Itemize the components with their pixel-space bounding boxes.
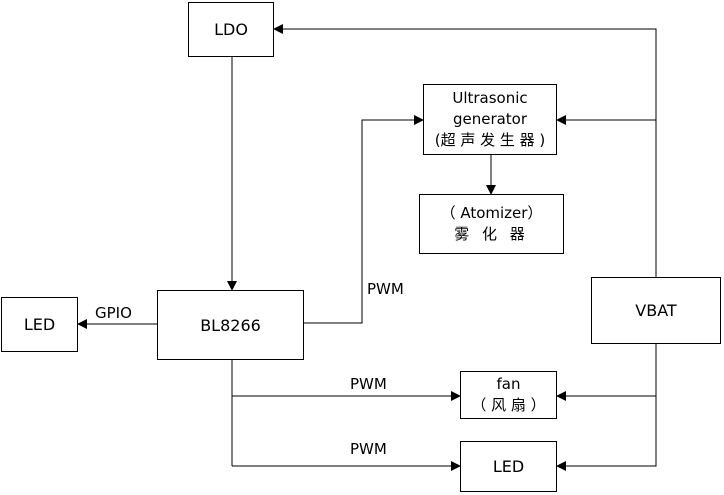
pwm-ultrasonic-label: PWM [367,280,404,298]
ultrasonic-generator-node: Ultrasonic generator (超 声 发 生 器 ) [423,84,557,155]
fan-node: fan （ 风 扇 ） [460,371,557,419]
ldo-node: LDO [188,2,274,57]
vbat-node: VBAT [591,277,721,344]
ultrasonic-line-3: (超 声 发 生 器 ) [434,131,546,149]
fan-line-1: fan [496,375,521,393]
fan-line-2: （ 风 扇 ） [471,396,546,414]
atomizer-node: （ Atomizer） 雾 化 器 [419,194,564,254]
bl8266-label: BL8266 [200,315,261,335]
atomizer-line-1: （ Atomizer） [440,204,543,222]
led-left-label: LED [23,315,56,334]
vbat-to-led-arrow [556,344,657,471]
vbat-to-ldo-arrow [273,24,657,277]
ldo-label: LDO [214,20,248,39]
pwm-fan-label: PWM [350,375,387,393]
atomizer-line-2: 雾 化 器 [454,225,529,243]
vbat-label: VBAT [635,301,677,320]
pwm-led-label: PWM [350,440,387,458]
led-left-node: LED [1,297,78,352]
ultrasonic-line-1: Ultrasonic [452,89,528,107]
gpio-label: GPIO [95,304,132,322]
led-bottom-node: LED [460,441,557,492]
led-bottom-label: LED [492,457,525,476]
ultrasonic-line-2: generator [452,110,528,128]
bl8266-node: BL8266 [157,290,304,360]
bl8266-to-ultrasonic-pwm-arrow [304,115,424,324]
